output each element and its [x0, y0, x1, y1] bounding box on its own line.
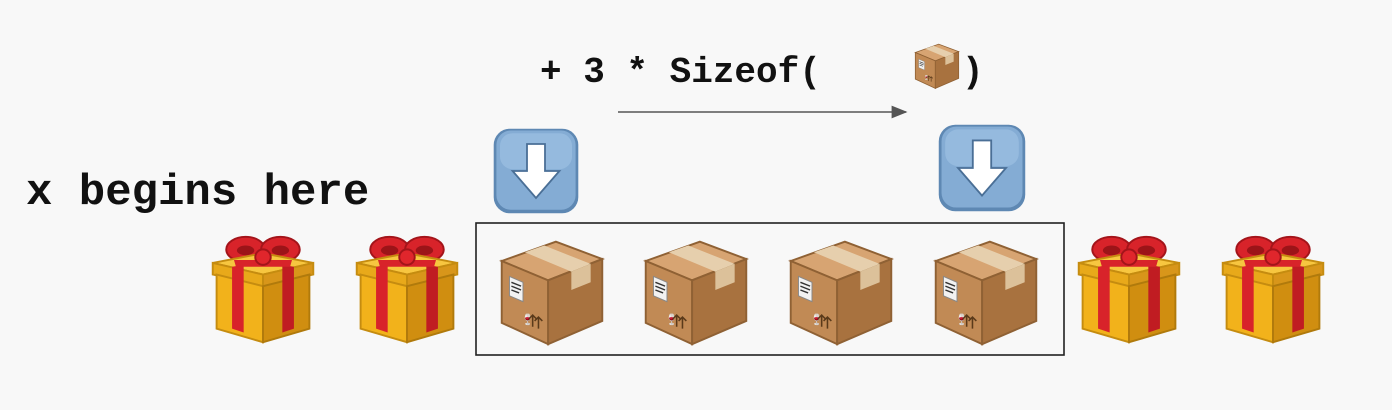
offset-suffix-text: )	[962, 52, 984, 93]
package-icon	[644, 240, 748, 346]
svg-text:+ 3 * Sizeof(: + 3 * Sizeof(	[540, 52, 821, 93]
down-arrow-icon	[937, 123, 1027, 213]
gift-icon	[1221, 235, 1325, 344]
down-arrow-icon	[492, 127, 580, 215]
offset-label: + 3 * Sizeof( )	[540, 43, 984, 93]
object-x-outline	[475, 222, 1065, 356]
package-icon	[500, 240, 604, 346]
x-begins-here-label: x begins here	[26, 168, 369, 218]
gift-icon	[1077, 235, 1181, 344]
svg-text:): )	[962, 52, 984, 93]
package-icon	[934, 240, 1038, 346]
gift-icon	[355, 235, 459, 344]
package-icon	[789, 240, 893, 346]
offset-prefix-text: + 3 * Sizeof(	[540, 52, 821, 93]
gift-icon	[211, 235, 315, 344]
package-icon	[914, 43, 960, 89]
memory-row	[211, 235, 1325, 346]
